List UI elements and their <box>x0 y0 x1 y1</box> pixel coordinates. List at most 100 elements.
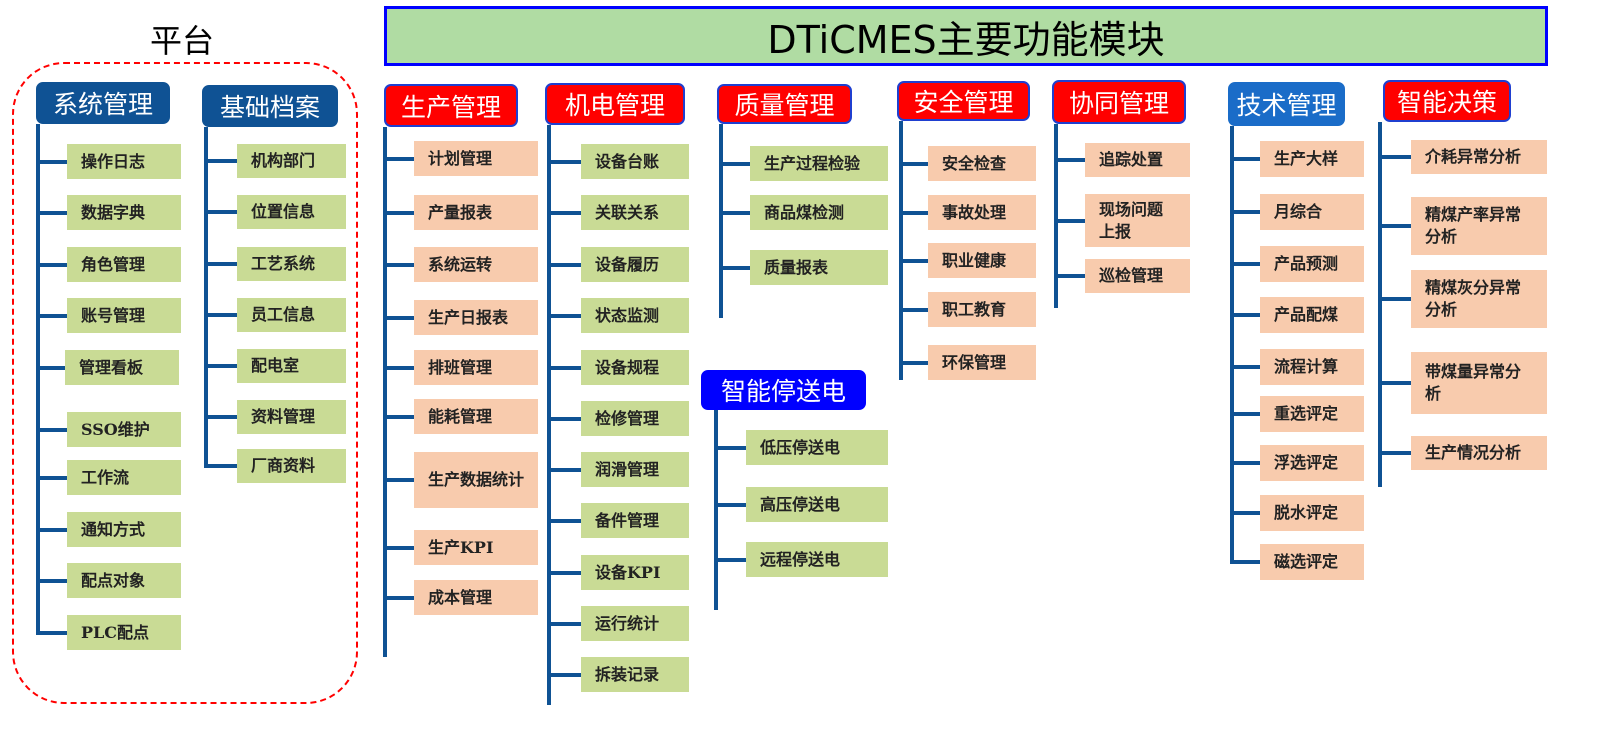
module-item[interactable]: 生产数据统计 <box>414 452 538 508</box>
module-item[interactable]: 远程停送电 <box>746 542 888 577</box>
tree-trunk-line <box>1230 126 1234 562</box>
module-item[interactable]: 设备履历 <box>581 247 689 282</box>
module-item[interactable]: 商品煤检测 <box>750 195 888 230</box>
tree-branch-line <box>1054 218 1085 223</box>
module-item[interactable]: 介耗异常分析 <box>1411 140 1547 174</box>
tree-branch-line <box>1378 381 1411 385</box>
module-item[interactable]: 员工信息 <box>237 298 346 332</box>
module-item[interactable]: 重选评定 <box>1260 396 1364 432</box>
tree-branch-line <box>36 262 67 267</box>
tree-branch-line <box>547 365 581 370</box>
module-item[interactable]: 浮选评定 <box>1260 445 1364 481</box>
module-header-power[interactable]: 智能停送电 <box>701 370 866 410</box>
tree-branch-line <box>36 527 67 532</box>
module-item[interactable]: 职业健康 <box>928 243 1036 278</box>
module-item[interactable]: 精煤产率异常分析 <box>1411 197 1547 255</box>
module-item[interactable]: 拆装记录 <box>581 657 689 692</box>
tree-branch-line <box>547 467 581 472</box>
module-item[interactable]: 通知方式 <box>67 512 181 547</box>
module-item[interactable]: 质量报表 <box>750 250 888 285</box>
tree-branch-line <box>547 672 581 677</box>
module-item[interactable]: 产量报表 <box>414 195 538 230</box>
tree-trunk-line <box>719 124 723 318</box>
tree-branch-line <box>383 315 414 320</box>
module-item[interactable]: 生产KPI <box>414 530 538 565</box>
module-header-archive[interactable]: 基础档案 <box>202 85 338 127</box>
module-item[interactable]: 厂商资料 <box>237 449 346 483</box>
module-item[interactable]: 设备规程 <box>581 350 689 385</box>
module-item[interactable]: 磁选评定 <box>1260 544 1364 580</box>
module-item[interactable]: 低压停送电 <box>746 430 888 465</box>
module-item[interactable]: 成本管理 <box>414 580 538 615</box>
module-item[interactable]: 机构部门 <box>237 144 346 178</box>
tree-branch-line <box>547 313 581 318</box>
module-item[interactable]: 精煤灰分异常分析 <box>1411 270 1547 328</box>
tree-branch-line <box>204 415 237 419</box>
module-header-collab[interactable]: 协同管理 <box>1052 80 1186 124</box>
tree-branch-line <box>547 570 581 575</box>
tree-branch-line <box>899 210 928 215</box>
tree-branch-line <box>36 313 67 318</box>
platform-group-frame <box>12 62 358 704</box>
tree-branch-line <box>383 262 414 267</box>
module-item[interactable]: PLC配点 <box>67 615 181 650</box>
module-item[interactable]: 配点对象 <box>67 563 181 598</box>
module-item[interactable]: 产品预测 <box>1260 246 1364 282</box>
module-item[interactable]: SSO维护 <box>67 412 181 447</box>
module-item[interactable]: 检修管理 <box>581 401 689 436</box>
module-item[interactable]: 脱水评定 <box>1260 495 1364 531</box>
module-item[interactable]: 现场问题上报 <box>1085 194 1190 247</box>
module-item[interactable]: 账号管理 <box>67 298 181 333</box>
module-header-safety[interactable]: 安全管理 <box>897 81 1030 121</box>
tree-branch-line <box>1230 262 1260 266</box>
module-item[interactable]: 追踪处置 <box>1085 143 1190 177</box>
module-item[interactable]: 月综合 <box>1260 194 1364 230</box>
module-item[interactable]: 关联关系 <box>581 195 689 230</box>
module-header-production[interactable]: 生产管理 <box>384 84 518 127</box>
module-item[interactable]: 生产日报表 <box>414 300 538 335</box>
tree-branch-line <box>204 159 237 163</box>
module-item[interactable]: 能耗管理 <box>414 399 538 434</box>
module-item[interactable]: 计划管理 <box>414 141 538 176</box>
module-item[interactable]: 系统运转 <box>414 247 538 282</box>
module-item[interactable]: 流程计算 <box>1260 349 1364 385</box>
module-header-electromech[interactable]: 机电管理 <box>545 83 685 125</box>
module-item[interactable]: 事故处理 <box>928 195 1036 230</box>
tree-trunk-line <box>547 125 551 705</box>
module-header-system[interactable]: 系统管理 <box>36 82 170 124</box>
tree-branch-line <box>1378 297 1411 301</box>
module-header-quality[interactable]: 质量管理 <box>717 84 852 124</box>
module-item[interactable]: 带煤量异常分析 <box>1411 352 1547 414</box>
tree-branch-line <box>719 265 750 270</box>
module-item[interactable]: 数据字典 <box>67 195 181 230</box>
module-header-tech[interactable]: 技术管理 <box>1228 82 1345 126</box>
module-item[interactable]: 管理看板 <box>65 350 179 385</box>
module-item[interactable]: 角色管理 <box>67 247 181 282</box>
module-item[interactable]: 生产过程检验 <box>750 146 888 181</box>
module-item[interactable]: 环保管理 <box>928 345 1036 380</box>
module-item[interactable]: 排班管理 <box>414 350 538 385</box>
module-item[interactable]: 设备台账 <box>581 144 689 179</box>
tree-trunk-line <box>1054 124 1058 308</box>
module-item[interactable]: 位置信息 <box>237 195 346 229</box>
module-item[interactable]: 状态监测 <box>581 298 689 333</box>
module-item[interactable]: 高压停送电 <box>746 487 888 522</box>
module-item[interactable]: 工作流 <box>67 460 181 495</box>
module-item[interactable]: 巡检管理 <box>1085 259 1190 293</box>
module-item[interactable]: 资料管理 <box>237 400 346 434</box>
tree-branch-line <box>204 464 237 468</box>
tree-branch-line <box>36 159 67 164</box>
module-item[interactable]: 润滑管理 <box>581 452 689 487</box>
module-item[interactable]: 生产情况分析 <box>1411 436 1547 470</box>
module-item[interactable]: 操作日志 <box>67 144 181 179</box>
module-item[interactable]: 生产大样 <box>1260 141 1364 177</box>
module-item[interactable]: 职工教育 <box>928 292 1036 327</box>
module-item[interactable]: 运行统计 <box>581 606 689 641</box>
module-item[interactable]: 设备KPI <box>581 555 689 590</box>
module-item[interactable]: 产品配煤 <box>1260 297 1364 333</box>
module-item[interactable]: 工艺系统 <box>237 247 346 281</box>
module-item[interactable]: 安全检查 <box>928 146 1036 181</box>
module-item[interactable]: 配电室 <box>237 349 346 383</box>
module-item[interactable]: 备件管理 <box>581 503 689 538</box>
module-header-decision[interactable]: 智能决策 <box>1383 80 1511 122</box>
